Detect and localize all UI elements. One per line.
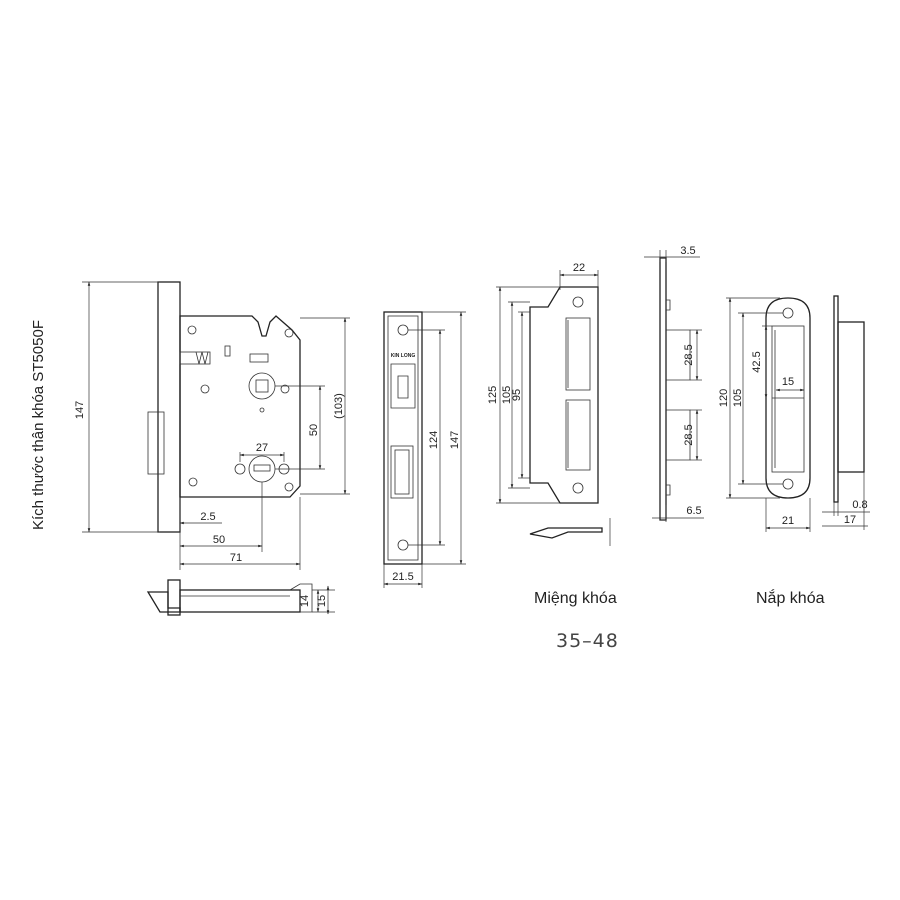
cover-side-section: 0.8 17 <box>822 295 870 530</box>
dim-strike-height-a: 125 <box>487 386 499 404</box>
dim-cover-thickness: 0.8 <box>852 499 867 511</box>
inner-tab <box>224 345 231 357</box>
strike-plate-outline <box>529 286 599 504</box>
dim-body-depth: 71 <box>230 552 242 564</box>
screw-top-left <box>187 325 197 335</box>
faceplate-hole-top <box>397 324 409 336</box>
strike-hole-top <box>572 296 584 308</box>
strike-slot-top <box>565 317 591 391</box>
faceplate-outline <box>383 311 423 565</box>
dim-strike-height-b: 105 <box>501 386 513 404</box>
dim-strike-width: 22 <box>573 262 585 274</box>
dim-handle-spacing: (103) <box>333 393 345 419</box>
dim-faceplate-hole-spacing: 124 <box>428 431 440 449</box>
strike-caption: Miệng khóa <box>534 590 617 607</box>
dim-latch-projection-a: 14 <box>299 595 311 607</box>
cylinder-hole-left <box>234 463 246 475</box>
dim-center-distance: 50 <box>308 424 320 436</box>
screw-mid-right <box>280 384 290 394</box>
dim-backset: 50 <box>213 534 225 546</box>
dim-cover-slot-width: 15 <box>782 376 794 388</box>
cover-plate-view: 42.5 15 120 105 21 <box>718 297 811 532</box>
cover-caption: Nắp khóa <box>756 590 825 607</box>
deadbolt <box>179 351 211 365</box>
dim-strike-slot-b: 28.5 <box>683 424 695 445</box>
faceplate-hole-bottom <box>397 539 409 551</box>
strike-slot-bottom <box>565 399 591 471</box>
screw-top-right <box>284 328 294 338</box>
faceplate-view: KIN LONG 124 147 21.5 <box>383 311 466 588</box>
faceplate-brand: KIN LONG <box>391 353 416 359</box>
dim-cover-width: 21 <box>782 515 794 527</box>
dim-strike-thickness: 3.5 <box>680 245 695 257</box>
dim-latch-projection-b: 15 <box>316 595 328 607</box>
dim-cylinder-width: 27 <box>256 442 268 454</box>
spindle-square <box>255 379 269 393</box>
lock-body-front-view: 147 (103) 50 27 2.5 50 <box>74 281 350 570</box>
dim-faceplate-height: 147 <box>449 431 461 449</box>
inner-slot <box>249 353 269 363</box>
dim-cover-height-b: 105 <box>732 389 744 407</box>
screw-bottom-right <box>284 482 294 492</box>
strike-plate-view: 22 125 105 95 <box>487 262 611 546</box>
body-faceplate <box>157 281 181 533</box>
cover-hole-top <box>782 307 794 319</box>
screw-mid-left <box>200 384 210 394</box>
dim-cover-height-a: 120 <box>718 389 730 407</box>
cylinder-cam <box>253 464 271 472</box>
body-case <box>179 315 301 498</box>
spindle-hub <box>248 372 276 400</box>
strike-edge-view <box>529 527 603 539</box>
dim-faceplate-width: 21.5 <box>392 571 413 583</box>
screw-bottom-left <box>188 477 198 487</box>
cover-hole-bottom <box>782 478 794 490</box>
spring <box>195 351 209 365</box>
strike-side-section: 3.5 28.5 28.5 6.5 <box>644 245 704 522</box>
door-thickness-range: 35–48 <box>556 630 619 652</box>
dim-cover-depth: 17 <box>844 514 856 526</box>
dim-strike-depth: 6.5 <box>686 505 701 517</box>
dim-strike-height-c: 95 <box>511 389 523 401</box>
cover-slot <box>771 325 805 473</box>
pin <box>259 407 265 413</box>
strike-hole-bottom <box>572 482 584 494</box>
dim-cover-slot: 42.5 <box>751 351 763 372</box>
dim-faceplate-offset: 2.5 <box>200 511 215 523</box>
latch-bolt <box>147 411 165 475</box>
lock-body-bottom-view: 14 15 <box>146 579 335 616</box>
cylinder-hub <box>248 455 276 483</box>
dim-strike-slot-a: 28.5 <box>683 344 695 365</box>
dim-body-height: 147 <box>74 401 86 419</box>
cover-plate-outline <box>765 297 811 499</box>
